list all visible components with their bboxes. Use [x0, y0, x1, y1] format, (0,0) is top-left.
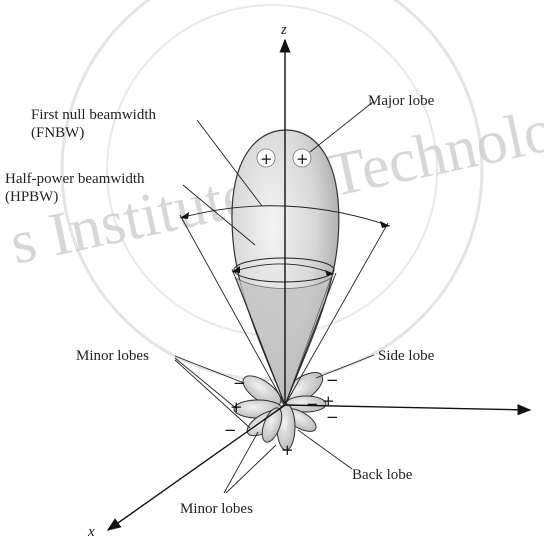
sign-plus-left: +: [230, 398, 243, 416]
side-lobe-label: Side lobe: [378, 348, 435, 364]
z-axis-label: z: [280, 22, 287, 38]
side-lobe-leader: [316, 355, 374, 378]
major-lobe-plus-right: +: [296, 150, 309, 168]
minor-lobes-upper-leader-2: [175, 358, 237, 409]
sign-minus-lower-left: −: [224, 421, 237, 439]
minor-lobes-upper-label: Minor lobes: [76, 348, 149, 364]
hpbw-label-line1: Half-power beamwidth: [5, 171, 145, 187]
fnbw-label-line2: (FNBW): [31, 125, 84, 141]
sign-minus-right-lower: −: [326, 408, 339, 426]
fnbw-label-line1: First null beamwidth: [31, 107, 156, 123]
sign-minus-right-upper: −: [326, 371, 339, 389]
sign-minus-upper-left: −: [233, 374, 246, 392]
major-lobe-label: Major lobe: [368, 93, 435, 109]
back-lobe-label: Back lobe: [352, 467, 413, 483]
sign-plus-bottom: +: [281, 441, 294, 459]
back-lobe-leader: [298, 430, 352, 469]
minor-lobes-lower-label: Minor lobes: [180, 501, 253, 517]
minor-lobes-lower-leader-1: [224, 432, 258, 493]
major-lobe-plus-left: +: [260, 150, 273, 168]
minor-lobes-lower-leader-2: [226, 445, 276, 493]
sign-minus-right-mid: −: [306, 395, 319, 413]
hpbw-label-line2: (HPBW): [5, 189, 58, 205]
x-axis-label: x: [87, 524, 95, 540]
